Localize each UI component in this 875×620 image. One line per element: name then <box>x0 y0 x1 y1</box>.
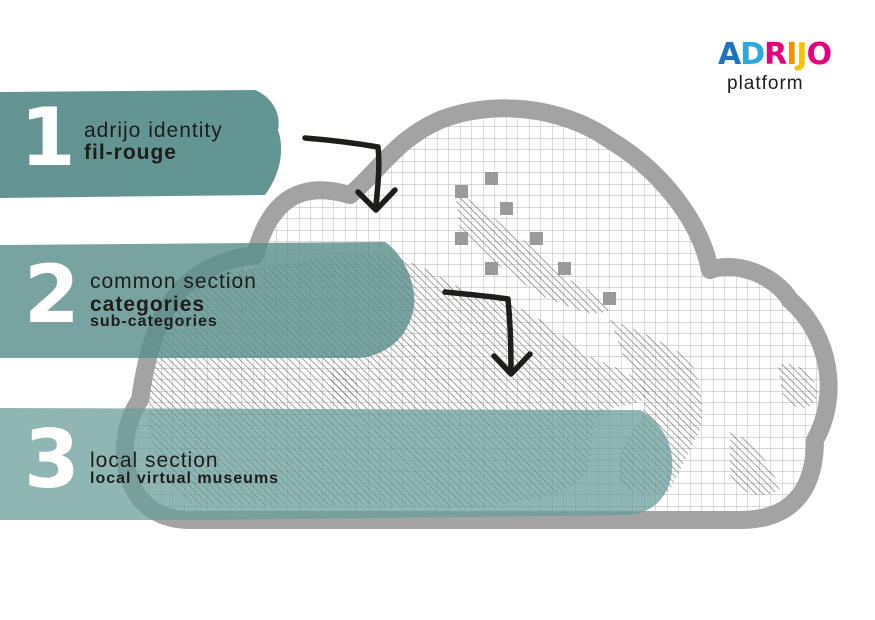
site-marker <box>455 185 468 198</box>
arrow-1 <box>302 135 398 213</box>
arrow-2 <box>442 289 533 377</box>
section-1-subtitle: fil-rouge <box>84 141 177 164</box>
site-marker <box>500 202 513 215</box>
band-1 <box>0 90 282 198</box>
section-1-number: 1 <box>20 91 76 184</box>
site-marker <box>558 262 571 275</box>
section-1-title: adrijo identity <box>84 119 223 142</box>
section-3-title: local section <box>90 449 219 472</box>
logo-subtitle: platform <box>727 73 804 94</box>
logo-letter: I <box>786 37 797 72</box>
section-2-title: common section <box>90 270 257 293</box>
section-3-number: 3 <box>24 413 80 506</box>
band-3 <box>0 408 673 520</box>
section-2-detail: sub-categories <box>90 313 218 330</box>
section-2-subtitle: categories <box>90 293 206 316</box>
site-marker <box>603 292 616 305</box>
site-marker <box>455 232 468 245</box>
site-markers <box>455 172 616 305</box>
section-2-number: 2 <box>24 248 80 341</box>
adrijo-logo: ADRIJO platform <box>718 40 843 96</box>
logo-letter: D <box>740 37 765 72</box>
band-2 <box>0 242 415 358</box>
site-marker <box>530 232 543 245</box>
section-3-subtitle: local virtual museums <box>90 470 280 487</box>
logo-letter: J <box>796 37 807 72</box>
logo-letter: O <box>806 37 832 72</box>
site-marker <box>485 172 498 185</box>
site-marker <box>485 262 498 275</box>
logo-letter: A <box>718 37 741 72</box>
logo-wordmark: ADRIJO <box>718 37 832 72</box>
logo-letter: R <box>764 37 787 72</box>
